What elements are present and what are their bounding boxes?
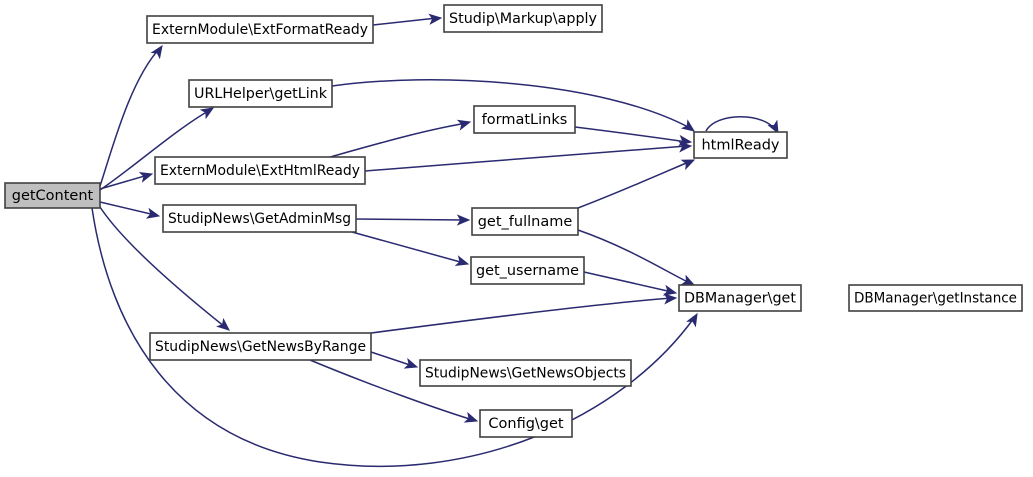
arrowhead-getContent-to-urlHelperGetLink: [199, 107, 215, 120]
node-box-extHtmlReady[interactable]: [154, 156, 366, 185]
edge-extFormatReady-to-markupApply: [372, 17, 438, 26]
edge-getNewsByRange-to-getNewsObjects: [370, 351, 414, 367]
arrowhead-formatLinks-to-htmlReady: [678, 134, 693, 147]
node-box-getNewsByRange[interactable]: [149, 332, 372, 361]
arrowheads-layer: [138, 13, 779, 423]
node-extFormatReady[interactable]: ExternModule\ExtFormatReady: [146, 15, 374, 44]
node-markupApply[interactable]: Studip\Markup\apply: [443, 4, 603, 33]
edge-urlHelperGetLink-to-htmlReady: [331, 79, 691, 129]
node-htmlReady[interactable]: htmlReady: [693, 131, 788, 159]
arrowhead-getFullname-to-htmlReady: [680, 159, 696, 171]
node-getAdminMsg[interactable]: StudipNews\GetAdminMsg: [162, 204, 357, 233]
arrowhead-extFormatReady-to-markupApply: [428, 13, 443, 25]
node-getContent[interactable]: getContent: [4, 182, 101, 209]
node-box-getNewsObjects[interactable]: [419, 359, 632, 387]
node-dbManagerGetInst[interactable]: DBManager\getInstance: [848, 284, 1023, 312]
node-box-dbManagerGet[interactable]: [678, 284, 802, 312]
node-box-getContent[interactable]: [4, 182, 101, 209]
node-getNewsObjects[interactable]: StudipNews\GetNewsObjects: [419, 359, 632, 387]
node-box-htmlReady[interactable]: [693, 131, 788, 159]
edge-getNewsByRange-to-dbManagerGet: [370, 297, 673, 334]
edge-getContent-to-urlHelperGetLink: [99, 109, 211, 191]
edge-htmlReady-to-htmlReady: [705, 116, 777, 132]
arrowhead-getContent-to-dbManagerGet: [686, 312, 698, 328]
edge-getContent-to-getNewsByRange: [99, 206, 226, 328]
arrowhead-getNewsByRange-to-configGet: [463, 411, 479, 423]
arrowhead-getNewsByRange-to-getNewsObjects: [403, 357, 419, 369]
arrowhead-getAdminMsg-to-getUsername: [454, 255, 470, 267]
arrowhead-getNewsByRange-to-dbManagerGet: [663, 293, 678, 305]
node-formatLinks[interactable]: formatLinks: [473, 105, 576, 134]
node-dbManagerGet[interactable]: DBManager\get: [678, 284, 802, 312]
arrowhead-getContent-to-extHtmlReady: [138, 171, 154, 183]
node-getUsername[interactable]: get_username: [470, 256, 585, 285]
edge-getUsername-to-dbManagerGet: [583, 271, 673, 293]
edges-layer: [91, 17, 777, 468]
node-box-extFormatReady[interactable]: [146, 15, 374, 44]
arrowhead-getContent-to-getNewsByRange: [216, 317, 230, 331]
edge-getFullname-to-htmlReady: [577, 160, 692, 209]
arrowhead-getAdminMsg-to-getFullname: [456, 214, 471, 226]
edge-getContent-to-extHtmlReady: [99, 174, 149, 190]
edge-getAdminMsg-to-getFullname: [355, 218, 466, 221]
edge-getContent-to-extFormatReady: [99, 47, 161, 187]
node-getFullname[interactable]: get_fullname: [471, 207, 579, 236]
node-box-configGet[interactable]: [479, 409, 573, 438]
edge-getAdminMsg-to-getUsername: [351, 231, 465, 264]
arrowhead-htmlReady-to-htmlReady: [767, 119, 779, 135]
node-configGet[interactable]: Config\get: [479, 409, 573, 438]
edge-getContent-to-getAdminMsg: [99, 201, 156, 216]
edge-extHtmlReady-to-htmlReady: [364, 145, 688, 172]
arrowhead-getUsername-to-dbManagerGet: [662, 284, 678, 296]
arrowhead-getContent-to-extFormatReady: [150, 44, 163, 60]
node-box-urlHelperGetLink[interactable]: [188, 79, 333, 108]
arrowhead-extHtmlReady-to-formatLinks: [456, 119, 472, 131]
node-box-dbManagerGetInst[interactable]: [848, 284, 1023, 312]
edge-getNewsByRange-to-configGet: [309, 359, 474, 421]
edge-getFullname-to-dbManagerGet: [577, 229, 691, 284]
node-box-getUsername[interactable]: [470, 256, 585, 285]
node-urlHelperGetLink[interactable]: URLHelper\getLink: [188, 79, 333, 108]
edge-getContent-to-dbManagerGet: [91, 207, 695, 468]
node-box-formatLinks[interactable]: [473, 105, 576, 134]
node-getNewsByRange[interactable]: StudipNews\GetNewsByRange: [149, 332, 372, 361]
edge-formatLinks-to-htmlReady: [574, 126, 688, 143]
arrowhead-getContent-to-getAdminMsg: [145, 207, 161, 219]
node-box-getAdminMsg[interactable]: [162, 204, 357, 233]
node-extHtmlReady[interactable]: ExternModule\ExtHtmlReady: [154, 156, 366, 185]
arrowhead-urlHelperGetLink-to-htmlReady: [680, 119, 696, 132]
edge-extHtmlReady-to-formatLinks: [329, 122, 468, 158]
node-box-markupApply[interactable]: [443, 4, 603, 33]
node-box-getFullname[interactable]: [471, 207, 579, 236]
